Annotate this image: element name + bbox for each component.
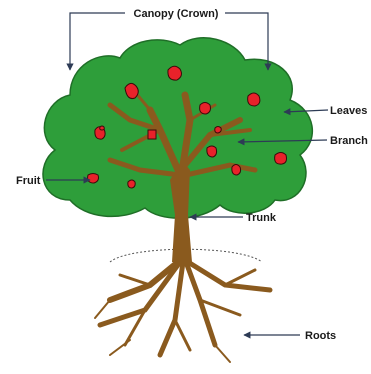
- fruit: [168, 66, 182, 80]
- fruit: [100, 126, 105, 130]
- branch-label: Branch: [330, 135, 368, 147]
- fruit: [148, 130, 156, 139]
- roots: [95, 262, 270, 362]
- trunk-label: Trunk: [246, 212, 277, 224]
- fruit: [275, 153, 287, 165]
- fruit: [128, 180, 135, 188]
- leaves-label: Leaves: [330, 105, 367, 117]
- fruit: [248, 93, 260, 106]
- fruit-label: Fruit: [16, 175, 41, 187]
- canopy-label: Canopy (Crown): [134, 8, 219, 20]
- fruit: [207, 146, 217, 157]
- fruit: [88, 174, 99, 184]
- fruit: [232, 165, 241, 176]
- fruit: [215, 127, 221, 134]
- roots-label: Roots: [305, 330, 336, 342]
- fruit: [200, 103, 211, 115]
